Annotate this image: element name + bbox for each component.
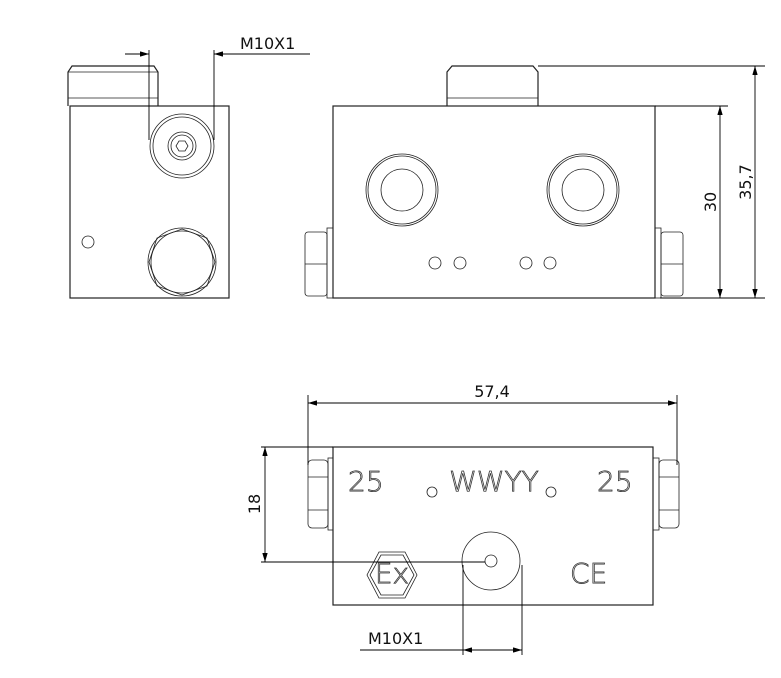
thread-bottom-label: M10X1: [368, 629, 423, 648]
side-view: M10X1: [67, 34, 310, 299]
left-nut: [304, 227, 334, 299]
ce-mark-icon: CE: [570, 557, 607, 590]
ex-mark-icon: Ex: [366, 551, 418, 599]
side-cap: [67, 65, 159, 106]
thread-top-label: M10X1: [240, 34, 295, 53]
front-body: [332, 105, 656, 299]
height-body-label: 30: [701, 192, 720, 212]
height-total-label: 35,7: [736, 164, 755, 200]
length-label: 57,4: [474, 382, 510, 401]
engraved-number-left: 25: [348, 465, 384, 498]
engraved-number-right: 25: [597, 465, 633, 498]
top-view: 25 WWYY 25 Ex CE 57,4 18 M10X1: [245, 382, 680, 655]
right-nut: [654, 227, 684, 299]
engraved-code: WWYY: [449, 465, 539, 498]
side-body: [69, 105, 230, 299]
front-view: 30 35,7: [304, 65, 765, 299]
hex-socket-icon: [167, 131, 197, 161]
depth-label: 18: [245, 494, 264, 514]
